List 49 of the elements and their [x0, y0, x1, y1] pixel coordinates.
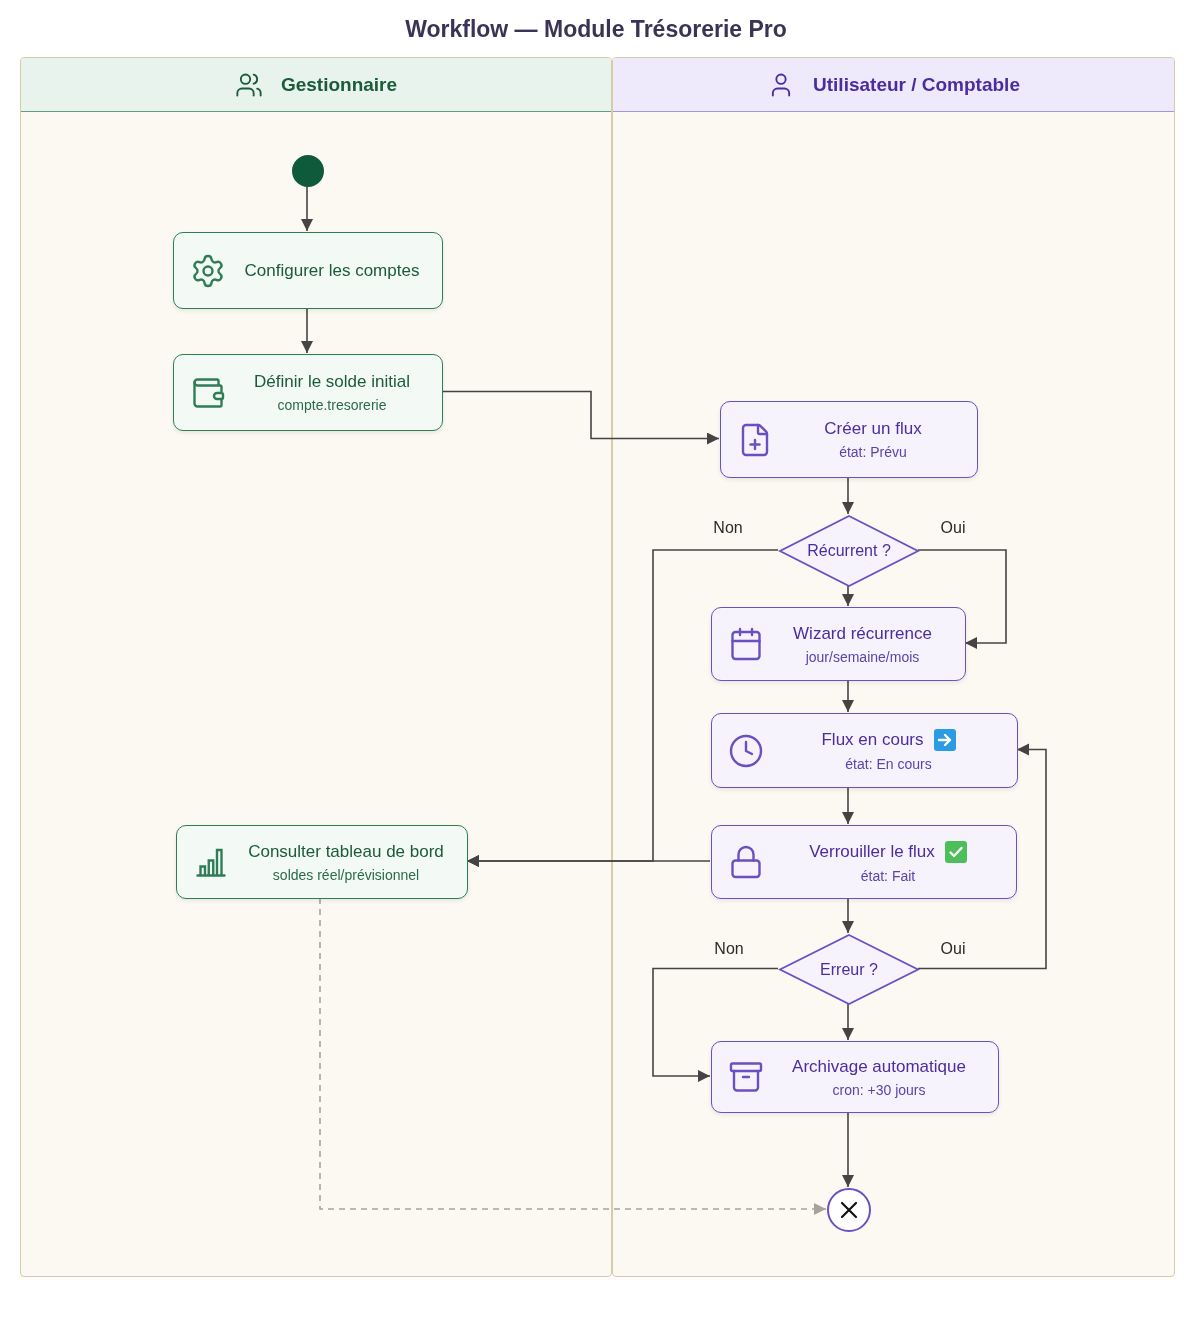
- lane-title: Utilisateur / Comptable: [813, 73, 1020, 96]
- step-detail: état: Fait: [860, 867, 916, 884]
- diagram-title: Workflow — Module Trésorerie Pro: [404, 16, 788, 43]
- step-detail: soldes réel/prévisionnel: [272, 866, 420, 883]
- arrow: [842, 1003, 854, 1041]
- step-title: Wizard récurrence: [793, 623, 932, 644]
- step-detail: jour/semaine/mois: [805, 648, 920, 665]
- process-box: [173, 232, 443, 309]
- swimlane: [612, 57, 1175, 1277]
- process-box: [711, 713, 1018, 788]
- arrow: [917, 743, 1047, 970]
- decision-label: Erreur ?: [820, 960, 878, 979]
- arrow: [652, 967, 779, 1082]
- process-box: [176, 825, 468, 899]
- process-box: [711, 825, 1017, 899]
- step-detail: état: Prévu: [839, 444, 907, 460]
- step-detail: état: En cours: [845, 756, 932, 772]
- arrow: [842, 786, 854, 825]
- arrow: [842, 1111, 854, 1188]
- decision-diamond: [779, 515, 919, 587]
- step-title: Flux en cours: [821, 730, 924, 750]
- step-title: Définir le solde initial: [254, 372, 410, 392]
- arrow: [842, 897, 854, 934]
- arrow: [842, 585, 854, 607]
- start-node: [292, 155, 324, 187]
- process-box: [711, 1041, 999, 1113]
- decision-diamond: [779, 934, 919, 1005]
- step-detail: cron: +30 jours: [832, 1081, 926, 1098]
- dashed-arrow: [319, 897, 827, 1215]
- step-title: Configurer les comptes: [244, 260, 420, 281]
- step-title: Verrouiller le flux: [809, 841, 935, 862]
- process-box: [711, 607, 966, 681]
- arrow: [301, 307, 313, 354]
- decision-label: Récurrent ?: [807, 542, 891, 560]
- process-box: [173, 354, 443, 431]
- step-detail: compte.tresorerie: [277, 397, 387, 413]
- arrow: [466, 855, 711, 867]
- process-box: [720, 401, 978, 478]
- step-title: Créer un flux: [824, 419, 922, 439]
- step-title: Consulter tableau de bord: [248, 841, 444, 862]
- swimlane: [20, 57, 612, 1277]
- arrow: [441, 390, 720, 445]
- step-title: Archivage automatique: [792, 1056, 966, 1077]
- arrow: [917, 549, 1007, 649]
- end-node: [827, 1188, 871, 1232]
- arrow: [842, 476, 854, 515]
- lane-title: Gestionnaire: [280, 73, 398, 96]
- arrow: [842, 679, 854, 713]
- arrow: [301, 185, 313, 232]
